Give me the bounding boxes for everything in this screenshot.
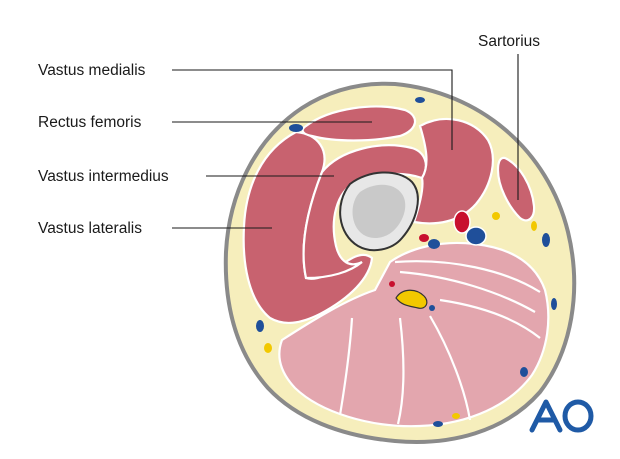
superficial-nerve [264, 343, 272, 353]
femoral-vein [465, 226, 487, 246]
label-vastus-medialis: Vastus medialis [38, 62, 146, 79]
femur-marrow [352, 184, 406, 238]
superficial-vein [551, 298, 557, 310]
deep-femoral-artery [419, 234, 429, 242]
ao-logo [529, 399, 594, 433]
superficial-vein [415, 97, 425, 103]
label-sartorius: Sartorius [478, 33, 540, 50]
label-vastus-intermedius: Vastus intermedius [38, 168, 169, 185]
perforating-vein [429, 305, 435, 311]
superficial-vein [520, 367, 528, 377]
deep-femoral-vein [428, 239, 440, 249]
superficial-vein [542, 233, 550, 247]
superficial-nerve [531, 221, 537, 231]
superficial-vein [256, 320, 264, 332]
label-vastus-lateralis: Vastus lateralis [38, 220, 142, 237]
sciatic-nerve [395, 289, 428, 309]
label-rectus-femoris: Rectus femoris [38, 114, 142, 131]
posterior-muscle-divisions [338, 260, 541, 425]
leader-vastus-medialis [172, 69, 453, 150]
superficial-nerve [452, 413, 460, 419]
femoral-artery [453, 210, 471, 234]
superficial-vein [433, 421, 443, 427]
saphenous-nerve [492, 212, 500, 220]
vastus-intermedius-muscle [302, 144, 427, 280]
superficial-vein [289, 124, 303, 132]
rectus-femoris-muscle [301, 105, 416, 142]
sartorius-muscle [496, 156, 536, 222]
perforating-artery [389, 281, 395, 287]
